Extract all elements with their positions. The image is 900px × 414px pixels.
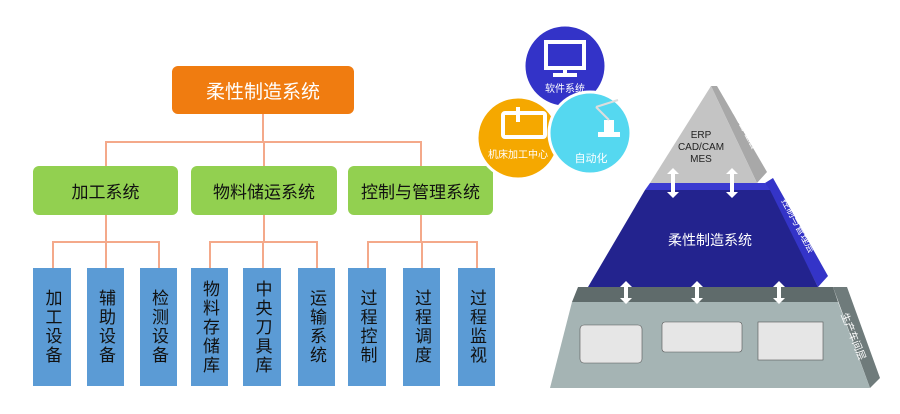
top-layer-side (711, 86, 767, 183)
connector (420, 215, 422, 242)
connector (209, 241, 211, 268)
middle-layer-label: 柔性制造系统 (668, 233, 752, 249)
automation-circle (547, 90, 633, 176)
circle-label-automation: 自动化 (574, 152, 608, 165)
connector (105, 215, 107, 242)
cad-cam-label: CAD/CAM (677, 142, 725, 153)
connector (105, 241, 107, 268)
connector (263, 141, 265, 166)
middle-layer-side (765, 178, 828, 287)
connector (316, 241, 318, 268)
leaf-node: 运输系统 (298, 268, 335, 386)
leaf-node: 中央刀具库 (243, 268, 281, 386)
group-node-control: 控制与管理系统 (348, 166, 493, 215)
leaf-node: 检测设备 (140, 268, 177, 386)
group-node-processing: 加工系统 (33, 166, 178, 215)
connector (263, 215, 265, 242)
bottom-layer-side (833, 287, 880, 388)
connector (262, 241, 264, 268)
mes-label: MES (690, 154, 712, 165)
double-arrow-icons (620, 168, 785, 304)
root-node: 柔性制造系统 (172, 66, 354, 114)
leaf-node: 过程监视 (458, 268, 495, 386)
middle-layer-band (645, 183, 770, 190)
connector (105, 141, 107, 166)
connector (367, 241, 369, 268)
robot-arm-icon (595, 99, 620, 137)
circle-label-software: 软件系统 (545, 84, 585, 95)
connector (158, 241, 160, 268)
leaf-node: 物料存储库 (191, 268, 228, 386)
connector (262, 114, 264, 142)
circle-label-machine: 机床加工中心 (488, 150, 548, 161)
leaf-node: 辅助设备 (87, 268, 124, 386)
connector (420, 141, 422, 166)
machine-icon (501, 107, 547, 139)
leaf-node: 加工设备 (33, 268, 71, 386)
monitor-icon (544, 40, 586, 77)
group-node-material: 物料储运系统 (191, 166, 337, 215)
machine-illustrations (579, 321, 824, 364)
erp-label: ERP (690, 130, 712, 141)
top-layer-face (650, 86, 757, 183)
connector (476, 241, 478, 268)
leaf-node: 过程调度 (403, 268, 440, 386)
leaf-node: 过程控制 (348, 268, 386, 386)
connector (52, 241, 54, 268)
connector (421, 241, 423, 268)
bottom-layer-band (572, 287, 838, 302)
middle-layer-face (588, 190, 818, 287)
top-layer-text: ERP CAD/CAM MES (675, 130, 727, 166)
